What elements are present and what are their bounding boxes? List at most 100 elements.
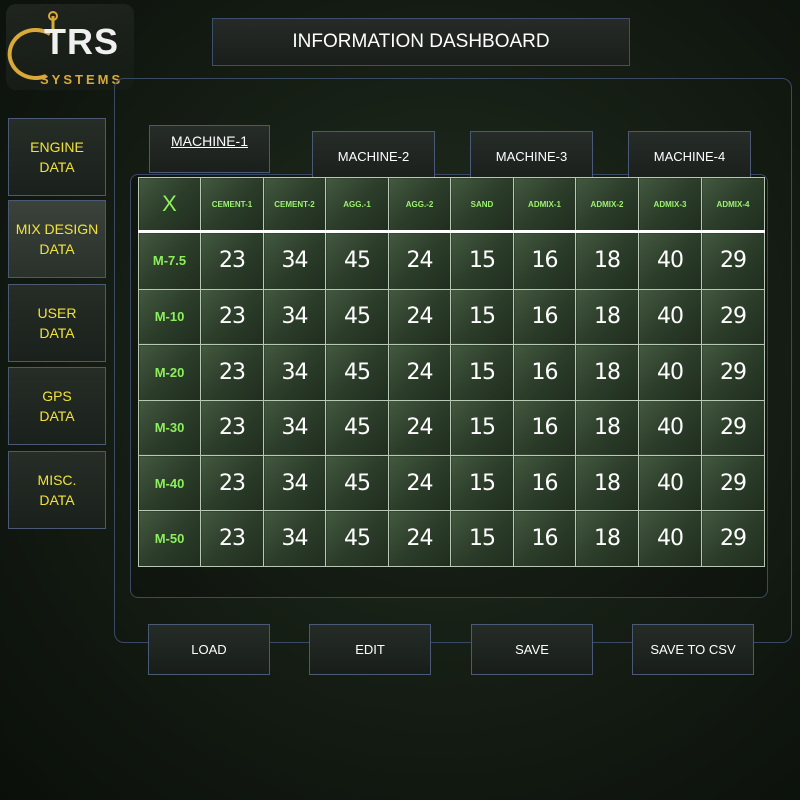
table-cell[interactable]: 18	[575, 455, 639, 512]
table-cell[interactable]: 40	[638, 399, 702, 457]
edit-button[interactable]: EDIT	[309, 624, 431, 675]
load-button[interactable]: LOAD	[148, 624, 270, 675]
table-cell[interactable]: 23	[200, 399, 264, 457]
column-header: ADMIX-1	[513, 177, 576, 233]
table-cell[interactable]: 45	[325, 455, 389, 512]
table-cell[interactable]: 16	[513, 231, 576, 290]
table-cell[interactable]: 23	[200, 510, 264, 567]
save-to-csv-button[interactable]: SAVE TO CSV	[632, 624, 754, 675]
sidebar-item-gps-data[interactable]: GPS DATA	[8, 367, 106, 445]
table-cell[interactable]: 29	[701, 510, 765, 567]
main-frame	[114, 78, 792, 643]
tab-machine-1[interactable]: MACHINE-1	[149, 125, 270, 173]
sidebar-item-engine-data[interactable]: ENGINE DATA	[8, 118, 106, 196]
sidebar-item-mix-design-data[interactable]: MIX DESIGN DATA	[8, 200, 106, 278]
table-cell[interactable]: 45	[325, 510, 389, 567]
row-label: M-7.5	[138, 231, 201, 290]
table-cell[interactable]: 34	[263, 344, 326, 401]
tab-machine-2[interactable]: MACHINE-2	[312, 131, 435, 181]
table-cell[interactable]: 18	[575, 510, 639, 567]
table-cell[interactable]: 29	[701, 231, 765, 290]
sidebar-item-label: MIX DESIGN DATA	[15, 221, 99, 257]
column-header: CEMENT-2	[263, 177, 326, 233]
table-cell[interactable]: 34	[263, 455, 326, 512]
table-cell[interactable]: 15	[450, 288, 514, 346]
table-cell[interactable]: 45	[325, 288, 389, 346]
table-cell[interactable]: 24	[388, 399, 451, 457]
column-header: ADMIX-4	[701, 177, 765, 233]
table-cell[interactable]: 23	[200, 231, 264, 290]
row-label: M-40	[138, 455, 201, 512]
column-header: ADMIX-2	[575, 177, 639, 233]
sidebar-item-misc-data[interactable]: MISC. DATA	[8, 451, 106, 529]
table-cell[interactable]: 24	[388, 510, 451, 567]
table-cell[interactable]: 29	[701, 399, 765, 457]
table-cell[interactable]: 16	[513, 344, 576, 401]
tab-machine-3[interactable]: MACHINE-3	[470, 131, 593, 181]
sidebar-item-label: USER DATA	[37, 305, 77, 341]
table-cell[interactable]: 40	[638, 288, 702, 346]
table-cell[interactable]: 16	[513, 455, 576, 512]
table-cell[interactable]: 16	[513, 510, 576, 567]
table-cell[interactable]: 18	[575, 288, 639, 346]
table-cell[interactable]: 45	[325, 344, 389, 401]
table-cell[interactable]: 18	[575, 344, 639, 401]
table-cell[interactable]: 15	[450, 231, 514, 290]
row-label: M-10	[138, 288, 201, 346]
table-cell[interactable]: 15	[450, 510, 514, 567]
column-header: AGG.-1	[325, 177, 389, 233]
table-cell[interactable]: 15	[450, 399, 514, 457]
table-cell[interactable]: 23	[200, 344, 264, 401]
table-cell[interactable]: 15	[450, 344, 514, 401]
table-cell[interactable]: 24	[388, 231, 451, 290]
table-cell[interactable]: 40	[638, 231, 702, 290]
row-label: M-30	[138, 399, 201, 457]
logo-orbit-icon	[7, 11, 58, 80]
table-cell[interactable]: 40	[638, 455, 702, 512]
sidebar-item-label: GPS DATA	[39, 388, 75, 424]
table-corner-cell: X	[138, 177, 201, 233]
table-cell[interactable]: 15	[450, 455, 514, 512]
row-label: M-20	[138, 344, 201, 401]
table-cell[interactable]: 24	[388, 344, 451, 401]
table-cell[interactable]: 16	[513, 288, 576, 346]
table-cell[interactable]: 18	[575, 399, 639, 457]
table-cell[interactable]: 34	[263, 288, 326, 346]
table-cell[interactable]: 34	[263, 510, 326, 567]
table-cell[interactable]: 45	[325, 231, 389, 290]
column-header: AGG.-2	[388, 177, 451, 233]
table-cell[interactable]: 34	[263, 231, 326, 290]
table-cell[interactable]: 40	[638, 344, 702, 401]
sidebar-item-user-data[interactable]: USER DATA	[8, 284, 106, 362]
table-cell[interactable]: 34	[263, 399, 326, 457]
table-cell[interactable]: 23	[200, 288, 264, 346]
trs-logo: TRS SYSTEMS	[6, 4, 134, 90]
tab-machine-4[interactable]: MACHINE-4	[628, 131, 751, 181]
logo-tagline: SYSTEMS	[40, 72, 124, 87]
column-header: ADMIX-3	[638, 177, 702, 233]
table-cell[interactable]: 45	[325, 399, 389, 457]
column-header: SAND	[450, 177, 514, 233]
table-cell[interactable]: 29	[701, 455, 765, 512]
row-label: M-50	[138, 510, 201, 567]
logo-brand-text: TRS	[44, 21, 119, 62]
column-header: CEMENT-1	[200, 177, 264, 233]
save-button[interactable]: SAVE	[471, 624, 593, 675]
table-cell[interactable]: 24	[388, 455, 451, 512]
table-cell[interactable]: 29	[701, 344, 765, 401]
table-cell[interactable]: 23	[200, 455, 264, 512]
table-cell[interactable]: 18	[575, 231, 639, 290]
page-title: INFORMATION DASHBOARD	[212, 18, 630, 66]
table-cell[interactable]: 16	[513, 399, 576, 457]
table-cell[interactable]: 24	[388, 288, 451, 346]
table-cell[interactable]: 40	[638, 510, 702, 567]
table-cell[interactable]: 29	[701, 288, 765, 346]
